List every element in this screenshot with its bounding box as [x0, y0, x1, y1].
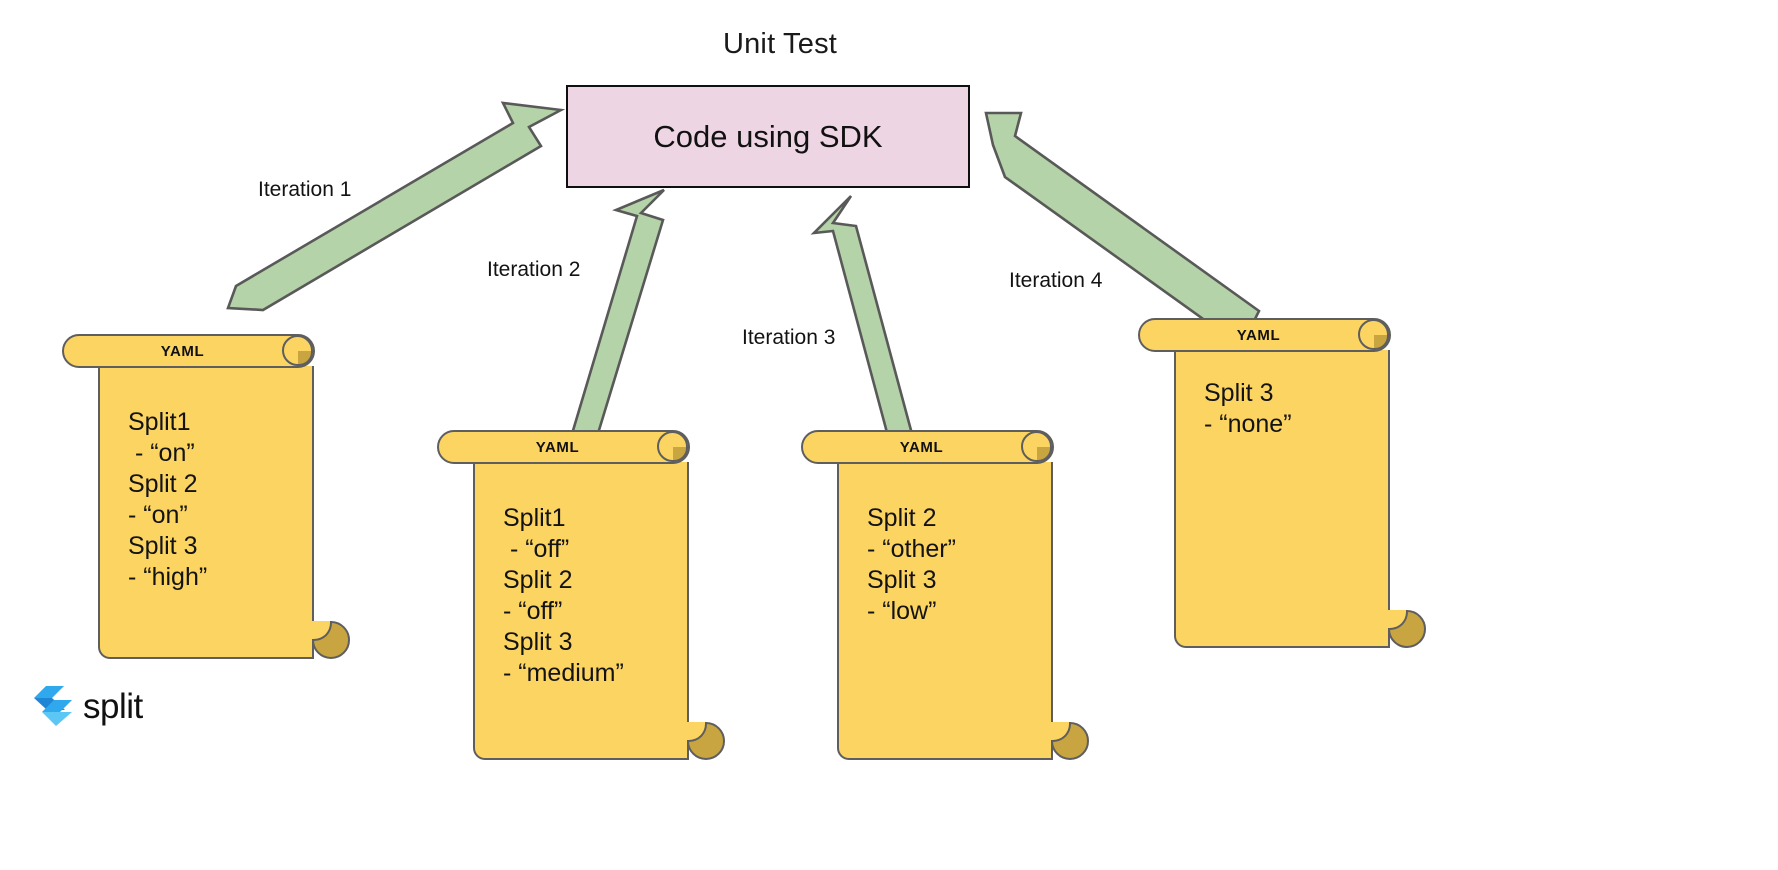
- yaml-document-4: YAML Split 3 - “none”: [1138, 318, 1428, 648]
- edge-label-iteration-2: Iteration 2: [487, 258, 581, 281]
- yaml-document-2-header-label: YAML: [535, 438, 580, 456]
- yaml-document-4-header: YAML: [1138, 318, 1391, 352]
- yaml-document-2-content: Split1 - “off” Split 2 - “off” Split 3 -…: [503, 504, 624, 687]
- yaml-document-3-header-label: YAML: [899, 438, 944, 456]
- yaml-document-1: YAML Split1 - “on” Split 2 - “on” Split …: [62, 334, 352, 659]
- yaml-document-2: YAML Split1 - “off” Split 2 - “off” Spli…: [437, 430, 727, 760]
- edge-label-iteration-4: Iteration 4: [1009, 269, 1103, 292]
- arrow-iteration-4: [984, 111, 1261, 335]
- yaml-document-2-header: YAML: [437, 430, 690, 464]
- yaml-document-3-footer-curl-icon: [1051, 722, 1089, 760]
- yaml-document-3-body: [837, 462, 1053, 760]
- split-logo-wordmark: split: [83, 686, 143, 726]
- yaml-document-1-header-curl-icon: [282, 335, 313, 366]
- yaml-document-1-header: YAML: [62, 334, 315, 368]
- yaml-document-3-content: Split 2 - “other” Split 3 - “low”: [867, 504, 956, 625]
- yaml-document-3-header-curl-icon: [1021, 431, 1052, 462]
- yaml-document-3: YAML Split 2 - “other” Split 3 - “low”: [801, 430, 1091, 760]
- split-logo-mark-icon: [34, 686, 72, 726]
- yaml-document-1-content: Split1 - “on” Split 2 - “on” Split 3 - “…: [128, 408, 208, 591]
- yaml-document-3-header: YAML: [801, 430, 1054, 464]
- yaml-document-2-header-curl-icon: [657, 431, 688, 462]
- arrow-iteration-3: [810, 195, 914, 442]
- code-using-sdk-label: Code using SDK: [653, 118, 883, 154]
- edge-label-iteration-1: Iteration 1: [258, 178, 352, 201]
- yaml-document-4-content: Split 3 - “none”: [1204, 379, 1292, 438]
- yaml-document-1-footer-curl-icon: [312, 621, 350, 659]
- yaml-document-2-body: [473, 462, 689, 760]
- arrow-iteration-2: [570, 188, 665, 442]
- yaml-document-1-body: [98, 366, 314, 659]
- yaml-document-4-body: [1174, 350, 1390, 648]
- yaml-document-4-footer-curl-icon: [1388, 610, 1426, 648]
- page-title: Unit Test: [722, 28, 838, 60]
- yaml-document-2-footer-curl-icon: [687, 722, 725, 760]
- yaml-document-4-header-label: YAML: [1236, 326, 1281, 344]
- yaml-document-4-header-curl-icon: [1358, 319, 1389, 350]
- yaml-document-1-header-label: YAML: [160, 342, 205, 360]
- edge-label-iteration-3: Iteration 3: [742, 326, 836, 349]
- split-logo: split: [34, 684, 143, 728]
- code-using-sdk-node: Code using SDK: [566, 85, 970, 188]
